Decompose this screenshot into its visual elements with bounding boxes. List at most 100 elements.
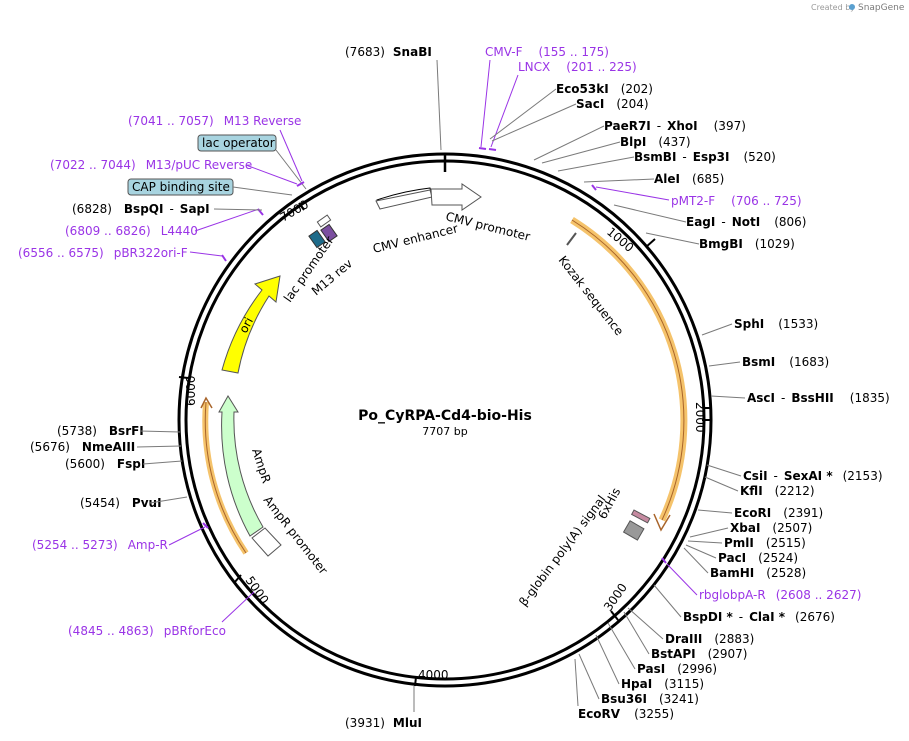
primer-cmvf[interactable]: CMV-F(155 .. 175) (485, 45, 609, 59)
svg-text:(6556 .. 6575)pBR322ori-F: (6556 .. 6575)pBR322ori-F (18, 246, 188, 260)
enzyme-bsmbi[interactable]: BsmBI-Esp3I(520) (634, 150, 776, 164)
bsmi-leader (708, 361, 741, 367)
pmt2f-leader (595, 186, 670, 201)
bsmbi-leader (557, 156, 635, 172)
kozak-label: Kozak sequence (556, 253, 627, 338)
primer-lncx[interactable]: LNCX(201 .. 225) (518, 60, 637, 74)
hpai-leader (595, 634, 620, 685)
primer-ampr[interactable]: (5254 .. 5273)Amp-R (32, 538, 168, 552)
svg-text:LNCX(201 .. 225): LNCX(201 .. 225) (518, 60, 637, 74)
cap-label: CAP binding site (132, 180, 230, 194)
orf-arrowhead (653, 513, 671, 532)
ecori-leader (697, 509, 733, 514)
enzyme-mlui[interactable]: (3931)MluI (345, 716, 422, 730)
enzyme-fspi[interactable]: (5600)FspI (65, 457, 145, 471)
snapgene-logo-icon (849, 4, 855, 10)
pasi-leader (607, 622, 636, 670)
svg-text:(4845 .. 4863)pBRforEco: (4845 .. 4863)pBRforEco (68, 624, 226, 638)
asci-leader (710, 395, 746, 399)
enzyme-paci[interactable]: PacI(2524) (718, 551, 798, 565)
snapgene-credit: Created by SnapGene (811, 3, 905, 13)
enzyme-eagi[interactable]: EagI-NotI(806) (686, 215, 806, 229)
lac-operator-label: lac operator (202, 136, 275, 150)
svg-text:PmlI(2515): PmlI(2515) (724, 536, 806, 550)
tick-1000 (645, 238, 656, 248)
brand-text: SnapGene (858, 3, 905, 13)
tick-3000 (610, 610, 619, 621)
plasmid-size: 7707 bp (422, 425, 467, 438)
svg-text:rbglobpA-R(2608 .. 2627): rbglobpA-R(2608 .. 2627) (699, 588, 861, 602)
enzyme-paer7i[interactable]: PaeR7I-XhoI(397) (604, 119, 746, 133)
primer-m13puc[interactable]: (7022 .. 7044)M13/pUC Reverse (50, 158, 252, 172)
tick-6000 (178, 376, 189, 379)
bspdi-leader (653, 584, 682, 618)
enzyme-bamhi[interactable]: BamHI(2528) (710, 566, 806, 580)
bmgbi-leader (645, 232, 700, 245)
primer-pmt2f[interactable]: pMT2-F(706 .. 725) (671, 194, 802, 208)
primer-l4440[interactable]: (6809 .. 6826)L4440 (65, 224, 198, 238)
enzyme-blpi[interactable]: BlpI(437) (620, 135, 691, 149)
enzyme-bspdi[interactable]: BspDI *-ClaI *(2676) (683, 610, 835, 624)
enzyme-pasi[interactable]: PasI(2996) (637, 662, 717, 676)
cap-box: CAP binding site (127, 178, 234, 196)
primer-m13rev[interactable]: (7041 .. 7057)M13 Reverse (128, 114, 301, 128)
tick-label-5000: 5000 (243, 574, 272, 607)
tick-label-4000: 4000 (418, 668, 449, 682)
cap-leader (232, 186, 293, 196)
enzyme-pmli[interactable]: PmlI(2515) (724, 536, 806, 550)
m13puc-leader (245, 164, 298, 185)
svg-text:EcoRV(3255): EcoRV(3255) (578, 707, 674, 721)
enzyme-nmeaiii[interactable]: (5676)NmeAIII (30, 440, 135, 454)
svg-text:Bsu36I(3241): Bsu36I(3241) (601, 692, 699, 706)
svg-text:(5600)FspI: (5600)FspI (65, 457, 145, 471)
enzyme-bsrfi[interactable]: (5738)BsrFI (57, 424, 144, 438)
enzyme-saci[interactable]: SacI(204) (576, 97, 649, 111)
enzyme-bsmi[interactable]: BsmI(1683) (742, 355, 829, 369)
svg-text:BamHI(2528): BamHI(2528) (710, 566, 806, 580)
his-tag-marker (630, 509, 651, 524)
enzyme-alei[interactable]: AleI(685) (654, 172, 724, 186)
enzyme-bmgbi[interactable]: BmgBI(1029) (699, 237, 795, 251)
enzyme-csii[interactable]: CsiI-SexAI *(2153) (743, 469, 883, 483)
enzyme-snabi[interactable]: (7683)SnaBI (345, 45, 432, 59)
enzyme-kfli[interactable]: KflI(2212) (740, 484, 815, 498)
tick-label-3000: 3000 (601, 581, 630, 614)
svg-text:(5738)BsrFI: (5738)BsrFI (57, 424, 144, 438)
enzyme-xbai[interactable]: XbaI(2507) (730, 521, 812, 535)
m13rev-primer-leader (279, 129, 303, 182)
ampr-orf-arrowhead (200, 396, 213, 409)
enzyme-ecori[interactable]: EcoRI(2391) (734, 506, 823, 520)
bamhi-leader (683, 547, 709, 574)
lac-operator-marker (308, 229, 326, 249)
svg-text:SacI(204): SacI(204) (576, 97, 649, 111)
svg-text:BsmBI-Esp3I(520): BsmBI-Esp3I(520) (634, 150, 776, 164)
svg-text:BspDI *-ClaI *(2676): BspDI *-ClaI *(2676) (683, 610, 835, 624)
svg-text:PacI(2524): PacI(2524) (718, 551, 798, 565)
svg-text:(5454)PvuI: (5454)PvuI (80, 496, 162, 510)
enzyme-draiii[interactable]: DraIII(2883) (665, 632, 754, 646)
primer-rbglobpa[interactable]: rbglobpA-R(2608 .. 2627) (699, 588, 861, 602)
primer-pbrforeco[interactable]: (4845 .. 4863)pBRforEco (68, 624, 226, 638)
svg-text:pMT2-F(706 .. 725): pMT2-F(706 .. 725) (671, 194, 802, 208)
svg-text:(5676)NmeAIII: (5676)NmeAIII (30, 440, 135, 454)
enzyme-ecorv[interactable]: EcoRV(3255) (578, 707, 674, 721)
svg-text:EcoRI(2391): EcoRI(2391) (734, 506, 823, 520)
l4440-leader (194, 208, 260, 232)
svg-text:BsmI(1683): BsmI(1683) (742, 355, 829, 369)
enzyme-bsu36i[interactable]: Bsu36I(3241) (601, 692, 699, 706)
enzyme-hpai[interactable]: HpaI(3115) (621, 677, 704, 691)
bsu36i-leader (578, 653, 600, 700)
primer-pbr322ori[interactable]: (6556 .. 6575)pBR322ori-F (18, 246, 188, 260)
tick-7000 (298, 202, 305, 211)
enzyme-eco53ki[interactable]: Eco53kI(202) (556, 82, 653, 96)
svg-text:PaeR7I-XhoI(397): PaeR7I-XhoI(397) (604, 119, 746, 133)
svg-text:BmgBI(1029): BmgBI(1029) (699, 237, 795, 251)
enzyme-asci[interactable]: AscI-BssHII(1835) (747, 391, 890, 405)
enzyme-bspqi[interactable]: (6828)BspQI-SapI (72, 202, 210, 216)
enzyme-pvui[interactable]: (5454)PvuI (80, 496, 162, 510)
enzyme-bstapi[interactable]: BstAPI(2907) (651, 647, 747, 661)
svg-text:SphI(1533): SphI(1533) (734, 317, 818, 331)
xbai-leader (689, 527, 729, 538)
enzyme-sphi[interactable]: SphI(1533) (734, 317, 818, 331)
svg-text:KflI(2212): KflI(2212) (740, 484, 815, 498)
